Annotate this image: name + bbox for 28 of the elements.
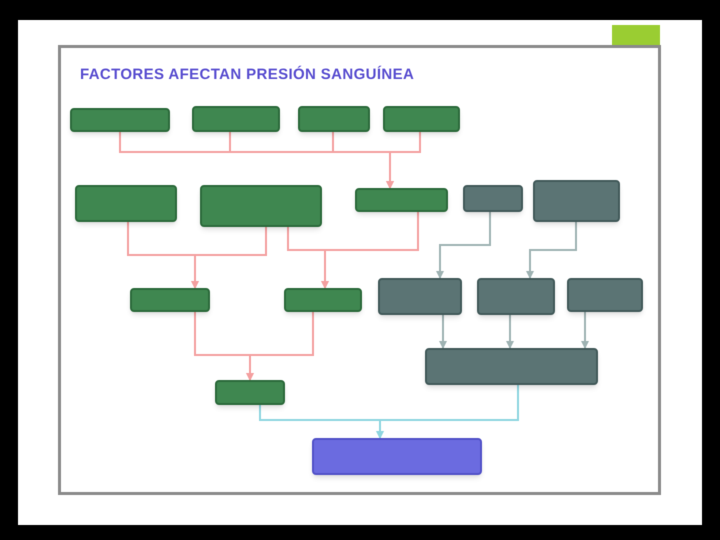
connector-arrow <box>581 312 589 349</box>
connector-arrow <box>439 315 447 349</box>
connector-arrow <box>191 227 267 289</box>
process-box <box>463 185 523 212</box>
connector-arrow <box>321 212 419 289</box>
process-box <box>192 106 280 132</box>
connector-arrow <box>246 312 314 381</box>
process-box <box>70 108 170 132</box>
process-box <box>477 278 555 315</box>
process-box <box>200 185 322 227</box>
process-box <box>355 188 448 212</box>
connector-arrow <box>386 132 421 189</box>
connector-arrow <box>526 222 577 279</box>
process-box <box>312 438 482 475</box>
process-box <box>298 106 370 132</box>
process-box <box>383 106 460 132</box>
process-box <box>75 185 177 222</box>
process-box <box>567 278 643 312</box>
diagram-title: FACTORES AFECTAN PRESIÓN SANGUÍNEA <box>80 64 414 85</box>
process-box <box>215 380 285 405</box>
connector-arrow <box>436 212 491 279</box>
process-box <box>533 180 620 222</box>
process-box <box>425 348 598 385</box>
connector-arrow <box>506 315 514 349</box>
process-box <box>130 288 210 312</box>
process-box <box>378 278 462 315</box>
process-box <box>284 288 362 312</box>
connector-arrow <box>376 385 519 439</box>
